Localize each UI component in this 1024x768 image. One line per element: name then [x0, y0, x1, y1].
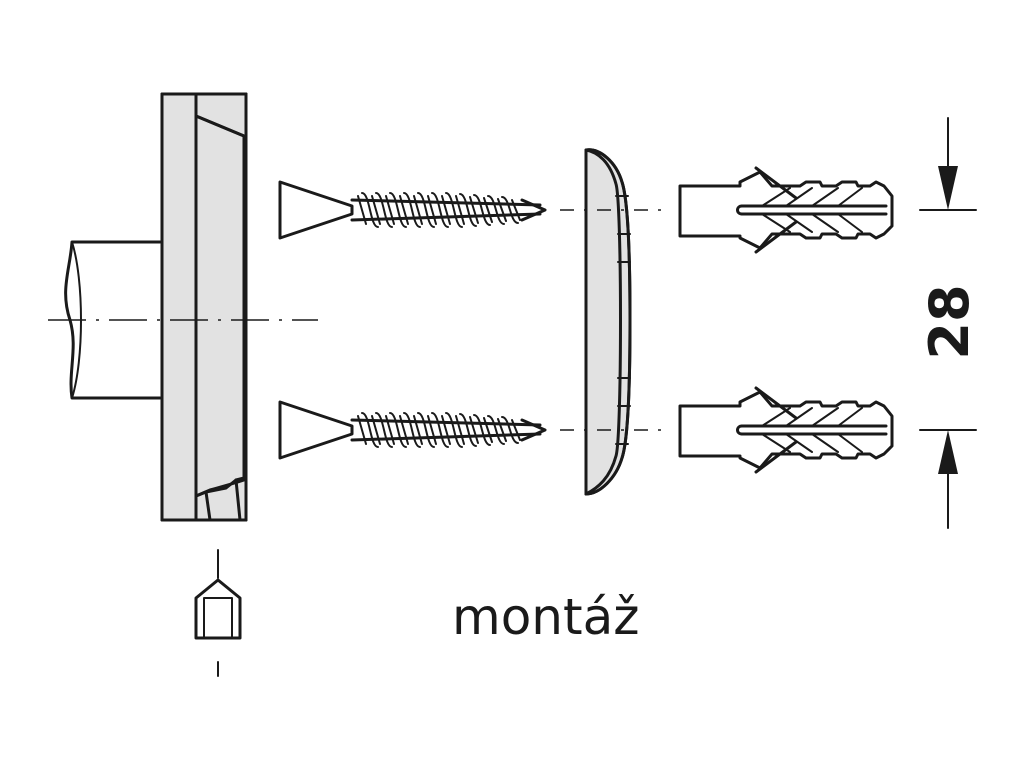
caption-label: montáž — [452, 588, 639, 646]
screw-icon — [278, 180, 547, 240]
dimension-value: 28 — [918, 284, 981, 359]
handle-with-shaft-icon — [48, 92, 318, 522]
cover-plate-icon — [584, 148, 632, 496]
wall-plug-icon — [678, 166, 894, 254]
screw-icon — [278, 400, 547, 460]
dimension-28: 28 — [918, 117, 981, 529]
wall-plug-icon — [678, 386, 894, 474]
hex-bit-icon — [194, 549, 242, 677]
